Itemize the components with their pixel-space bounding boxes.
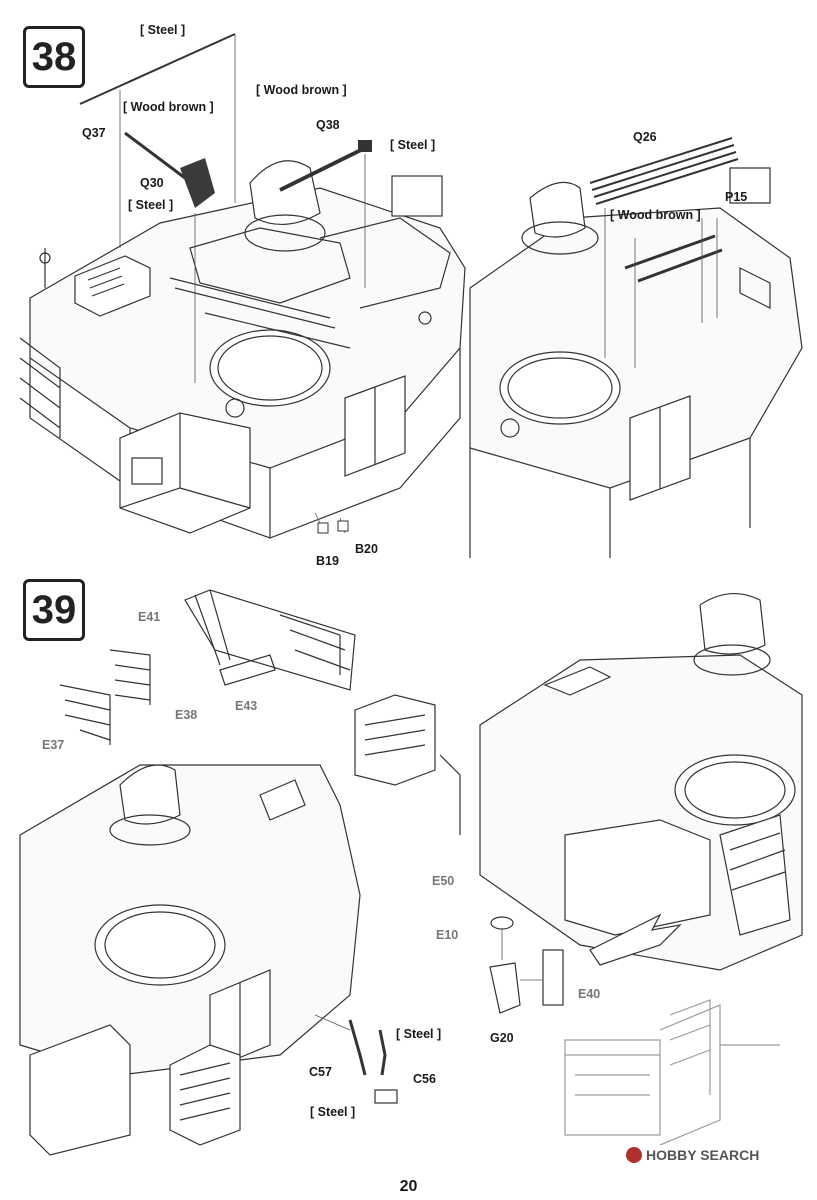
label-steel-pick: [ Steel ] [390,138,436,152]
label-steel-shovel: [ Steel ] [128,198,174,212]
label-steel-c56: [ Steel ] [396,1027,442,1041]
part-label-q38: Q38 [316,118,340,132]
part-label-p15: P15 [725,190,748,204]
label-steel-c57: [ Steel ] [310,1105,356,1119]
label-steel-rod: [ Steel ] [140,23,186,37]
hull-rear-diagram-39 [19,589,803,1156]
part-label-e50: E50 [432,874,455,888]
step-39-view: 39 E41 E38 E37 E43 E50 E10 E40 G20 [ Ste… [19,575,803,1156]
part-label-e38: E38 [175,708,198,722]
watermark-text: HOBBY SEARCH [646,1147,760,1163]
part-label-q37: Q37 [82,126,106,140]
step-38-secondary-view: Q26 P15 [ Wood brown ] [469,118,803,573]
part-label-e37: E37 [42,738,65,752]
part-label-e10: E10 [436,928,459,942]
part-label-e41: E41 [138,610,161,624]
part-label-c57: C57 [309,1065,332,1079]
part-label-q26: Q26 [633,130,657,144]
label-wood-brown-shovel: [ Wood brown ] [123,100,214,114]
page-number: 20 [399,1178,418,1195]
step-number-39: 39 [23,579,85,641]
step-number-38: 38 [23,26,85,88]
part-label-b20: B20 [355,542,378,556]
part-label-q30: Q30 [140,176,164,190]
hobby-search-logo-icon [626,1147,642,1163]
hull-rear-diagram-38 [19,33,466,539]
part-label-e40: E40 [578,987,601,1001]
part-label-g20: G20 [490,1031,514,1045]
part-label-e43: E43 [235,699,258,713]
hobby-search-watermark: HOBBY SEARCH [626,1144,806,1166]
label-wood-brown-p15: [ Wood brown ] [610,208,701,222]
step-38-main-view: 38 [ Steel ] Q37 [ Wood brown ] Q30 [ St… [19,18,468,568]
part-label-c56: C56 [413,1072,436,1086]
hull-rear-diagram-38b [469,137,803,558]
part-label-b19: B19 [316,554,339,568]
label-wood-brown-pick: [ Wood brown ] [256,83,347,97]
